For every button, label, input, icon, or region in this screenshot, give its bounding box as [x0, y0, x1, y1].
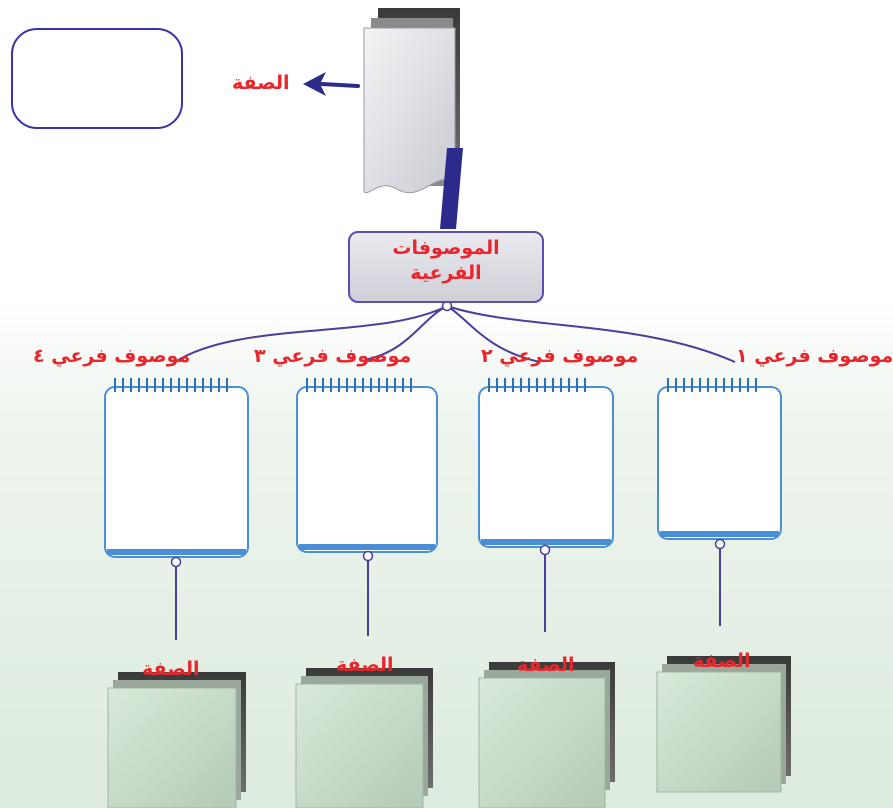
notepad-icon-2 — [478, 378, 614, 632]
document-stack-icon — [363, 8, 460, 194]
attribute-label-4: الصفة — [142, 658, 200, 680]
sub-described-label-2: موصوف فرعي ٢ — [481, 345, 639, 367]
attribute-stack-icon-2 — [478, 662, 615, 808]
attribute-stack-icon-1 — [656, 656, 791, 793]
sub-described-box — [348, 231, 544, 303]
notepad-icon-4 — [104, 378, 249, 640]
notepad-icon-3 — [296, 378, 438, 636]
sub-described-label-1: موصوف فرعي ١ — [736, 345, 893, 367]
sub-described-title-line2: الفرعية — [410, 262, 482, 284]
sub-described-label-4: موصوف فرعي ٤ — [33, 345, 191, 367]
attribute-label-2: الصفة — [517, 654, 575, 676]
sub-described-title: الموصوفات الفرعية — [348, 236, 544, 286]
sub-described-label-3: موصوف فرعي ٣ — [254, 345, 412, 367]
notepad-icon-1 — [657, 378, 782, 626]
sub-described-title-line1: الموصوفات — [392, 237, 500, 259]
funnel-connector — [440, 148, 463, 229]
branch-connectors — [174, 305, 736, 363]
attribute-label-1: الصفة — [693, 650, 751, 672]
attribute-stack-icon-3 — [295, 668, 433, 808]
empty-attribute-box — [11, 28, 183, 129]
attribute-label-3: الصفة — [336, 654, 394, 676]
attribute-stack-icon-4 — [107, 672, 246, 808]
root-attribute-label: الصفة — [232, 72, 290, 94]
left-arrow-icon — [303, 72, 360, 96]
